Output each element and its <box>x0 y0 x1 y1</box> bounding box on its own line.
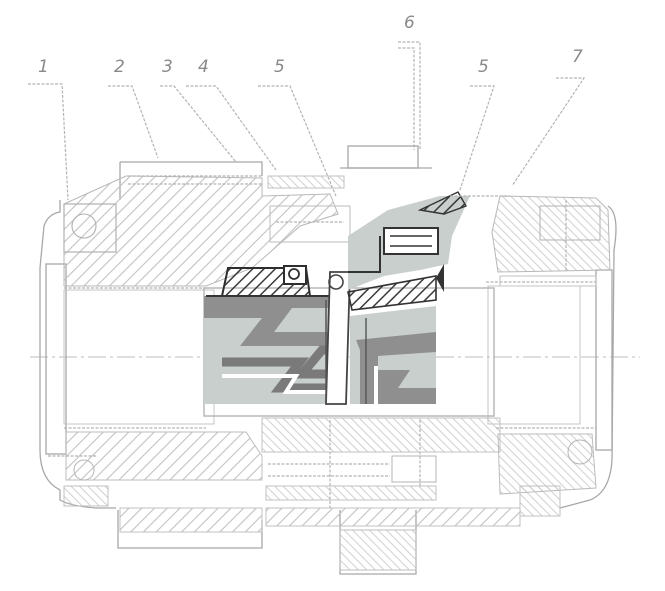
leader-lines <box>28 41 586 201</box>
label-5: 5 <box>274 57 285 77</box>
label-2: 2 <box>114 57 125 77</box>
right-housing-section <box>491 195 611 287</box>
gear-cutaway <box>347 191 470 311</box>
label-6: 6 <box>404 13 415 33</box>
detail-lines <box>48 175 596 508</box>
right-lower-section <box>350 306 436 404</box>
leader-labels: 1 2 3 4 5 6 5 7 <box>38 13 583 77</box>
label-3: 3 <box>162 57 173 77</box>
lower-housing-section <box>63 417 597 571</box>
label-7: 7 <box>572 47 583 67</box>
center-shaft-section <box>325 271 351 405</box>
bearing-section <box>206 265 336 297</box>
label-5b: 5 <box>478 57 489 77</box>
label-1: 1 <box>38 57 49 77</box>
label-4: 4 <box>198 57 209 77</box>
upper-housing-section <box>63 175 351 287</box>
